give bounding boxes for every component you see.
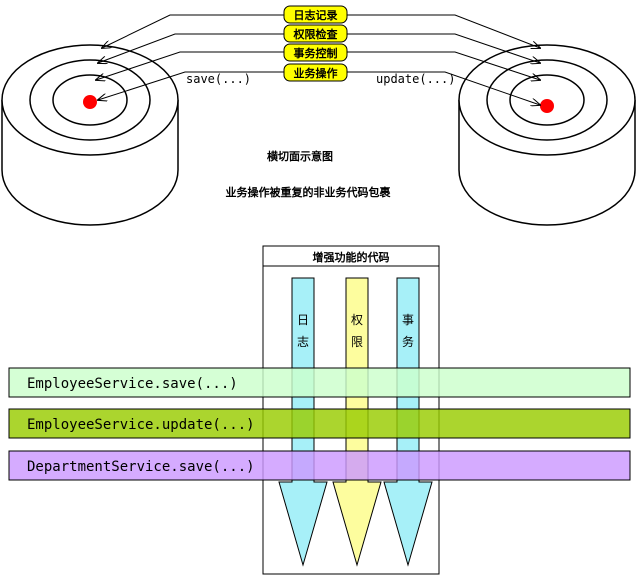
caption-title: 横切面示意图 bbox=[267, 149, 333, 163]
tag-transaction: 事务控制 bbox=[294, 46, 338, 60]
caption-text: 业务操作被重复的非业务代码包裹 bbox=[226, 185, 392, 199]
left-call-label: save(...) bbox=[186, 72, 251, 86]
transaction-arrow-label-bottom: 务 bbox=[402, 334, 414, 349]
service-bar-employee-save bbox=[8, 367, 631, 398]
service-bars: EmployeeService.save(...) EmployeeServic… bbox=[8, 367, 631, 481]
left-target-dot bbox=[83, 95, 97, 109]
left-cylinder bbox=[1, 44, 179, 226]
right-target-dot bbox=[540, 99, 554, 113]
service-bar-employee-update bbox=[8, 408, 631, 439]
right-cylinder bbox=[458, 44, 636, 226]
permission-arrow-label-top: 权 bbox=[351, 313, 363, 327]
concern-tags: 日志记录 权限检查 事务控制 业务操作 bbox=[283, 5, 348, 82]
service-label-department-save: DepartmentService.save(...) bbox=[27, 459, 255, 475]
transaction-arrow-label-top: 事 bbox=[402, 313, 414, 327]
service-label-employee-update: EmployeeService.update(...) bbox=[27, 417, 255, 433]
logging-arrow-label-top: 日 bbox=[297, 313, 309, 327]
right-call-label: update(...) bbox=[376, 72, 455, 86]
service-bar-department-save bbox=[8, 450, 631, 481]
logging-arrow-label-bottom: 志 bbox=[297, 335, 309, 349]
service-label-employee-save: EmployeeService.save(...) bbox=[27, 376, 238, 392]
concern-arrows bbox=[96, 14, 540, 105]
tag-permission: 权限检查 bbox=[293, 27, 338, 41]
permission-arrow-label-bottom: 限 bbox=[351, 335, 363, 349]
enhance-title: 增强功能的代码 bbox=[313, 250, 390, 264]
tag-business: 业务操作 bbox=[294, 66, 338, 80]
tag-logging: 日志记录 bbox=[294, 8, 338, 22]
